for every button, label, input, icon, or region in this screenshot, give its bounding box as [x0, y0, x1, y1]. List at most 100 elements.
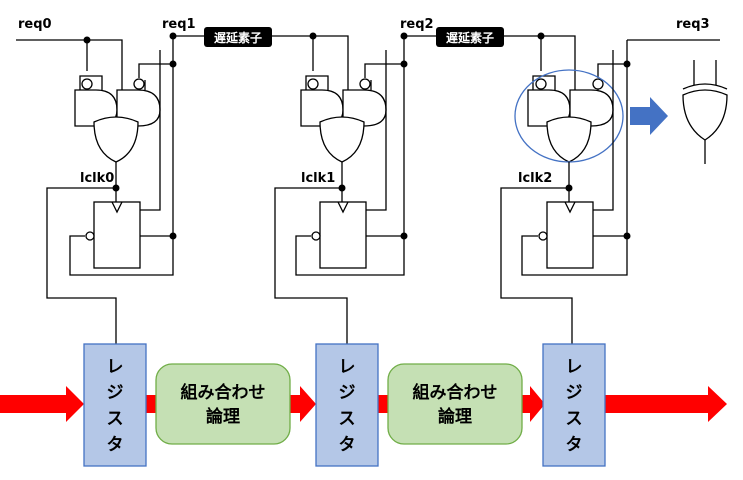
data-arrow-seg-4 [522, 386, 545, 422]
junction-dot [537, 32, 545, 40]
rail-req1 [69, 36, 174, 276]
stage1-ack-wire [364, 63, 404, 78]
delay-element-1-box [204, 27, 272, 47]
stage1-ff-invert-bubble [311, 231, 321, 241]
stage0-ack-wire [138, 63, 173, 78]
register-2-char-1: ジ [566, 383, 583, 403]
junction-dot [400, 232, 408, 240]
junction-dot [309, 32, 317, 40]
register-1: レ ジ ス タ [315, 343, 379, 467]
stage2-or-gate [546, 116, 592, 163]
register-0-char-1: ジ [107, 383, 124, 403]
label-req0: req0 [18, 17, 52, 32]
junction-dot [400, 32, 408, 40]
data-arrow-seg-1 [146, 395, 158, 413]
register-0-char-2: ス [107, 409, 124, 429]
delay-element-2-box [436, 27, 504, 47]
standalone-c-gate-symbol [682, 60, 728, 164]
register-0-box [83, 343, 147, 467]
highlight-arrow [630, 97, 668, 135]
standalone-gate-inputs [693, 60, 717, 85]
stage0-ff-clock-mark [111, 201, 123, 214]
register-2-char-0: レ [566, 357, 583, 377]
junction-dot [169, 232, 177, 240]
data-arrow-seg-2 [290, 386, 316, 422]
register-0: レ ジ ス タ [83, 343, 147, 467]
stage1-ff-clock-mark [337, 201, 349, 214]
rail-stage1-ack [366, 50, 387, 211]
stage1-input-wires [305, 80, 372, 90]
rails [69, 36, 628, 276]
junction-dot [400, 60, 408, 68]
lclk1-wire [274, 162, 348, 344]
combinational-logic-2-box [387, 363, 523, 445]
data-arrow-in [0, 386, 84, 422]
rail-stage2-ack [593, 50, 614, 211]
delay-element-1: 遅延素子 [204, 27, 272, 47]
stage0-feedback-a [79, 75, 103, 82]
standalone-gate-body [682, 89, 728, 141]
junction-dot [169, 60, 177, 68]
stage0-ff-invert-bubble [85, 231, 95, 241]
label-req3: req3 [676, 17, 710, 32]
stage0-or-gate [93, 116, 139, 163]
label-lclk0: lclk0 [80, 171, 114, 186]
stage0-flip-flop [85, 201, 141, 269]
register-1-box [315, 343, 379, 467]
delay-element-2-label: 遅延素子 [446, 30, 494, 45]
stage2-ff-invert-bubble [538, 231, 548, 241]
combinational-logic-1: 組み合わせ 論理 [155, 363, 291, 445]
junction-dots [83, 32, 631, 240]
wire-req0-b [87, 39, 123, 80]
label-lclk2: lclk2 [518, 171, 552, 186]
stage2-input-wires [532, 80, 599, 90]
combinational-logic-1-line-2: 論理 [206, 406, 240, 427]
junction-dot [623, 60, 631, 68]
register-1-char-2: ス [339, 409, 356, 429]
standalone-gate-arc [682, 83, 728, 90]
rail-req3 [521, 40, 628, 276]
register-0-char-3: タ [107, 435, 124, 455]
delay-element-2: 遅延素子 [436, 27, 504, 47]
register-2: レ ジ ス タ [542, 343, 606, 467]
junction-dot [112, 184, 120, 192]
combinational-logic-1-line-1: 組み合わせ [181, 382, 266, 403]
junction-dot [623, 232, 631, 240]
stage2-c-element [514, 63, 627, 163]
junction-dot [338, 184, 346, 192]
combinational-logic-2-line-1: 組み合わせ [413, 382, 498, 403]
register-0-char-0: レ [107, 357, 124, 377]
register-2-char-2: ス [566, 409, 583, 429]
lclk2-wire [500, 162, 573, 344]
stage0-c-element [74, 63, 173, 163]
request-wires [16, 35, 720, 80]
stage1-c-element [300, 63, 404, 163]
stage2-ff-clock-mark [564, 201, 576, 214]
stage1-invert-bubble-b [359, 78, 371, 90]
stage2-ack-wire [597, 63, 627, 78]
lclk0-wire [46, 162, 117, 344]
stage1-or-gate [319, 116, 365, 163]
junction-dot [83, 36, 91, 44]
stage2-flip-flop [538, 201, 594, 269]
rail-req2 [295, 36, 405, 276]
register-2-box [542, 343, 606, 467]
data-path-arrows [0, 386, 727, 422]
stage0-invert-bubble-a [81, 78, 93, 90]
stage0-invert-bubble-b [133, 78, 145, 90]
combinational-logic-2-line-2: 論理 [438, 406, 472, 427]
combinational-logic-2: 組み合わせ 論理 [387, 363, 523, 445]
stage1-flip-flop [311, 201, 367, 269]
stage1-feedback-a [305, 75, 329, 82]
stage2-invert-bubble-a [535, 78, 547, 90]
combinational-logic-1-box [155, 363, 291, 445]
stage0-input-wires [79, 80, 146, 90]
register-1-char-3: タ [339, 435, 356, 455]
label-req1: req1 [162, 17, 196, 32]
junction-dot [565, 184, 573, 192]
wire-delay2-b [541, 35, 576, 80]
junction-dot [169, 32, 177, 40]
stage1-invert-bubble-a [307, 78, 319, 90]
